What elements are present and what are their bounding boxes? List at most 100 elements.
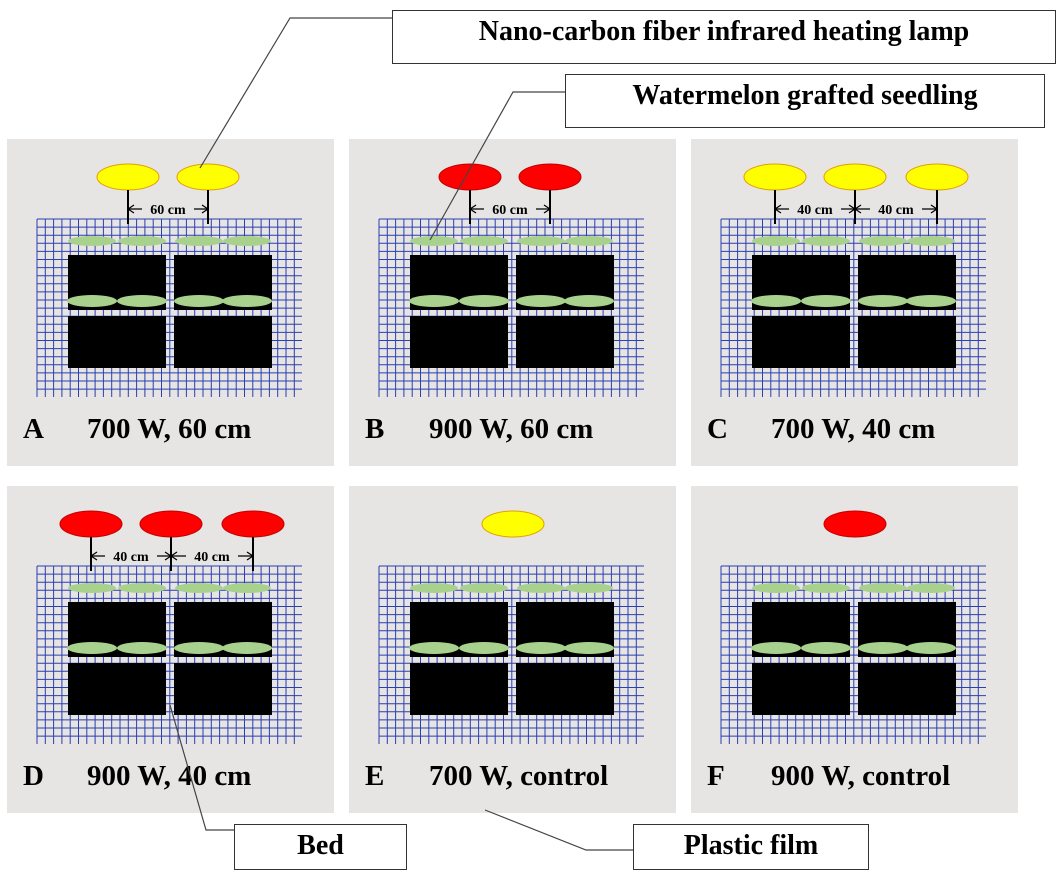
- seedling-top-1: [68, 583, 116, 593]
- seedling-bed-3: [858, 642, 908, 654]
- heating-lamp-2: [176, 163, 240, 191]
- panel-f: F 900 W, control: [691, 486, 1018, 813]
- seedling-bed-3: [174, 642, 224, 654]
- panel-e-drawing: [378, 510, 644, 744]
- bed-lower-1: [752, 663, 850, 715]
- lamp-callout: Nano-carbon fiber infrared heating lamp: [392, 10, 1056, 64]
- spacing-label: 60 cm: [150, 203, 186, 218]
- panel-caption: 700 W, 60 cm: [87, 413, 252, 445]
- seedling-bed-2: [117, 642, 167, 654]
- seedling-bed-1: [67, 642, 117, 654]
- bed-lower-2: [174, 316, 272, 368]
- heating-lamp-3: [221, 510, 285, 538]
- heating-lamp-1: [823, 510, 887, 538]
- seedling-bed-3: [516, 642, 566, 654]
- panel-a: 60 cm A 700 W, 60 cm: [7, 139, 334, 466]
- bed-lower-1: [68, 663, 166, 715]
- heating-lamp-1: [59, 510, 123, 538]
- seedling-bed-1: [751, 642, 801, 654]
- seedling-top-2: [460, 583, 508, 593]
- heating-lamp-3: [905, 163, 969, 191]
- bed-callout: Bed: [234, 824, 407, 870]
- panel-letter: F: [707, 760, 725, 792]
- panel-caption: 700 W, control: [429, 760, 609, 792]
- lamp-callout-label: Nano-carbon fiber infrared heating lamp: [478, 16, 970, 47]
- bed-lower-1: [68, 316, 166, 368]
- seedling-top-2: [802, 583, 850, 593]
- seedling-top-2: [118, 236, 166, 246]
- seedling-bed-4: [564, 295, 614, 307]
- seedling-top-3: [175, 236, 223, 246]
- panel-letter: D: [23, 760, 44, 792]
- spacing-label: 40 cm: [194, 550, 230, 565]
- panel-a-drawing: 60 cm: [36, 163, 302, 397]
- seedling-bed-3: [858, 295, 908, 307]
- heating-lamp-1: [481, 510, 545, 538]
- spacing-label-bg: [789, 200, 841, 217]
- seedling-callout-label: Watermelon grafted seedling: [632, 80, 978, 111]
- spacing-label: 40 cm: [878, 203, 914, 218]
- seedling-top-4: [907, 236, 955, 246]
- bed-lower-2: [858, 316, 956, 368]
- bed-lower-2: [858, 663, 956, 715]
- heating-lamp-2: [823, 163, 887, 191]
- arrowhead-left: [773, 204, 782, 214]
- seedling-top-2: [118, 583, 166, 593]
- panel-f-drawing: [720, 510, 986, 744]
- lamp-supports: [90, 537, 254, 571]
- seedling-bed-4: [222, 295, 272, 307]
- heating-lamp-1: [96, 163, 160, 191]
- bed-lower-1: [752, 316, 850, 368]
- spacing-label-bg: [186, 547, 238, 564]
- arrowhead-left: [126, 204, 135, 214]
- seedling-top-1: [752, 583, 800, 593]
- spacing-label: 40 cm: [797, 203, 833, 218]
- panel-caption: 700 W, 40 cm: [771, 413, 936, 445]
- heating-lamp-2: [518, 163, 582, 191]
- seedling-bed-4: [222, 642, 272, 654]
- seedling-bed-2: [459, 295, 509, 307]
- bed-lower-2: [174, 663, 272, 715]
- heating-lamp-1: [438, 163, 502, 191]
- seedling-top-1: [410, 583, 458, 593]
- seedling-bed-2: [117, 295, 167, 307]
- seedling-bed-2: [801, 295, 851, 307]
- arrowhead-left: [853, 204, 862, 214]
- arrowhead-right: [246, 551, 255, 561]
- seedling-top-3: [517, 236, 565, 246]
- spacing-label: 60 cm: [492, 203, 528, 218]
- seedling-top-4: [223, 236, 271, 246]
- panel-d-drawing: 40 cm 40 cm: [36, 510, 302, 744]
- spacing-label-bg: [142, 200, 194, 217]
- seedling-top-4: [223, 583, 271, 593]
- arrowhead-right: [201, 204, 210, 214]
- panel-caption: 900 W, 40 cm: [87, 760, 252, 792]
- arrowhead-left: [89, 551, 98, 561]
- seedling-top-1: [752, 236, 800, 246]
- seedling-top-4: [565, 583, 613, 593]
- seedling-bed-1: [409, 642, 459, 654]
- seedling-bed-4: [906, 295, 956, 307]
- seedling-top-3: [517, 583, 565, 593]
- lamp-supports: [127, 190, 209, 224]
- seedling-top-4: [907, 583, 955, 593]
- spacing-label: 40 cm: [113, 550, 149, 565]
- seedling-bed-2: [459, 642, 509, 654]
- plastic-film-leader-line: [484, 809, 633, 851]
- arrowhead-left: [169, 551, 178, 561]
- seedling-bed-1: [751, 295, 801, 307]
- panel-c-drawing: 40 cm 40 cm: [720, 163, 986, 397]
- seedling-top-3: [859, 236, 907, 246]
- panel-caption: 900 W, control: [771, 760, 951, 792]
- bed-lower-1: [410, 316, 508, 368]
- panel-letter: A: [23, 413, 44, 445]
- seedling-top-1: [68, 236, 116, 246]
- seedling-top-3: [859, 583, 907, 593]
- seedling-top-3: [175, 583, 223, 593]
- panel-caption: 900 W, 60 cm: [429, 413, 594, 445]
- seedling-bed-3: [516, 295, 566, 307]
- seedling-bed-1: [409, 295, 459, 307]
- panel-letter: E: [365, 760, 385, 792]
